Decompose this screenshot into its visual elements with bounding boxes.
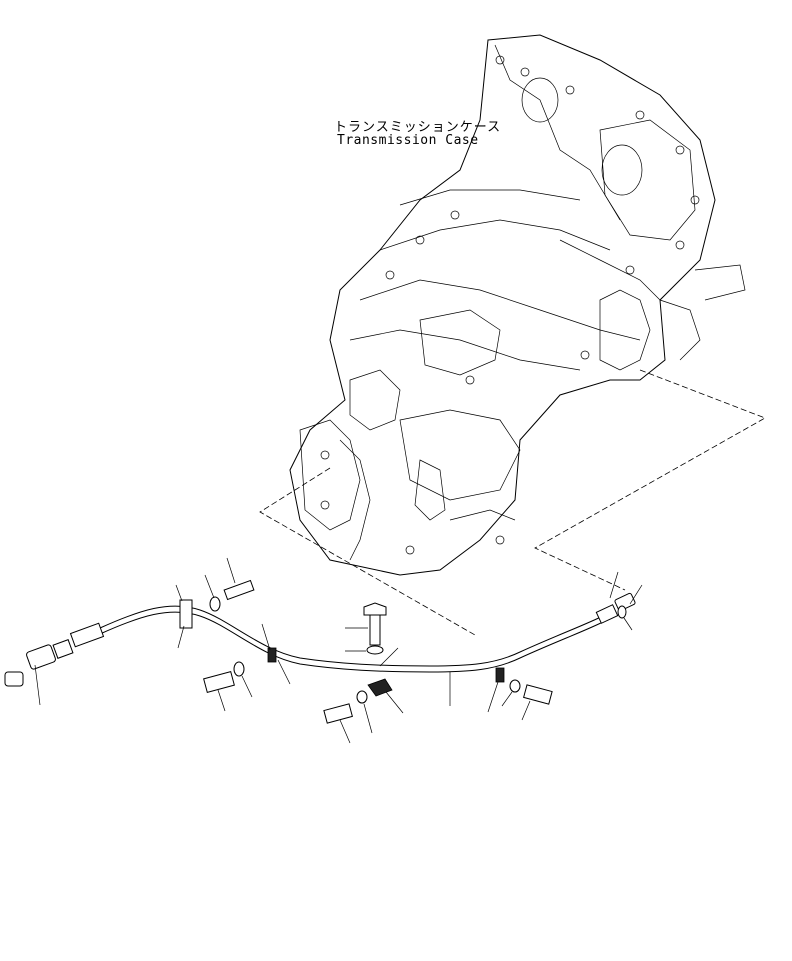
transmission-case-icon	[289, 34, 746, 576]
washer-icon	[209, 596, 521, 704]
case-dashed-outline	[259, 369, 766, 636]
fitting-icon	[595, 592, 636, 624]
o-ring-icon	[617, 605, 627, 619]
block-icon	[367, 678, 393, 697]
assembly-label-english: Transmission Case	[337, 133, 479, 148]
tube-icon	[99, 605, 606, 673]
clamp-icon	[179, 599, 505, 683]
leader-lines	[34, 557, 643, 744]
fitting-icon	[4, 622, 105, 687]
assembly-label-japanese: トランスミッションケース	[334, 120, 502, 135]
bolt-icon	[203, 579, 553, 724]
